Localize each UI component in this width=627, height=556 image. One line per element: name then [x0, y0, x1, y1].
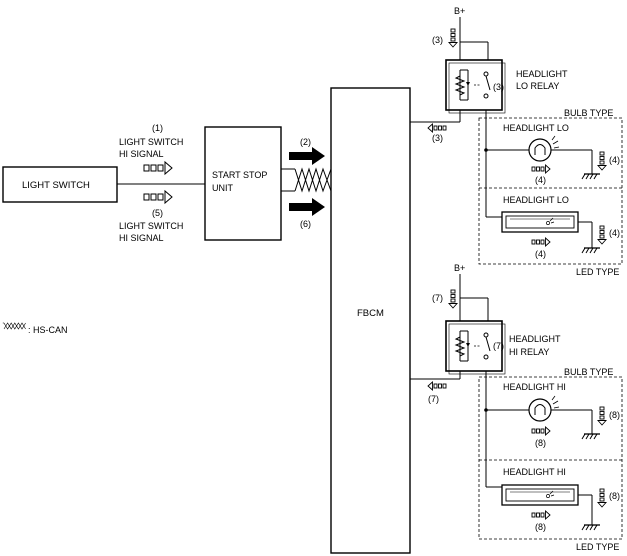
hi-led-ground-number: (8) [609, 491, 620, 501]
signal-1-number: (1) [152, 123, 163, 133]
lo-led-ground-signal-icon [597, 225, 607, 245]
start-stop-unit-block: START STOP UNIT [204, 126, 282, 241]
lo-relay-contact-number: (3) [493, 82, 504, 92]
lo-b-plus: B+ [454, 6, 465, 16]
signal-6-number: (6) [300, 219, 311, 229]
hi-led-type-label: LED TYPE [576, 542, 619, 552]
hi-bulb-ground-icon [581, 433, 601, 440]
lo-led-ground-number: (4) [609, 228, 620, 238]
lo-led-ground-icon [581, 247, 601, 254]
lo-relay-signal-number: (3) [432, 133, 443, 143]
lo-led-icon [501, 211, 579, 233]
lo-led-lamp-label: HEADLIGHT LO [503, 195, 569, 205]
lo-bulb-number: (4) [535, 175, 546, 185]
hi-circuit: B+ (7) (7) HEADLIGHT HI RELAY (7) BULB T… [410, 263, 623, 552]
lo-circuit: B+ (3) (3) HEADLIGHT LO RELAY (3) BULB T… [410, 6, 623, 277]
signal-1: (1) LIGHT SWITCH HI SIGNAL [119, 123, 183, 175]
hi-relay-contact-number: (7) [493, 341, 504, 351]
hi-supply-signal-icon [448, 289, 458, 309]
hi-led-ground-icon [581, 524, 601, 531]
hi-led-signal-icon [531, 510, 551, 520]
lo-bulb-ground-signal-icon [597, 151, 607, 171]
lo-relay-label-line2: LO RELAY [516, 81, 559, 91]
hi-bulb-icon [528, 395, 560, 422]
light-switch-label: LIGHT SWITCH [22, 180, 90, 191]
hi-led-ground-signal-icon [597, 488, 607, 508]
signal-2: (2) [289, 137, 325, 165]
signal-1-line2: HI SIGNAL [119, 149, 164, 159]
lo-bulb-signal-icon [531, 164, 551, 174]
lo-bulb-type-label: BULB TYPE [564, 108, 613, 118]
legend-hs-can: : HS-CAN [2, 322, 68, 335]
hi-led-lamp-label: HEADLIGHT HI [503, 467, 566, 477]
hi-b-plus: B+ [454, 263, 465, 273]
hs-can-bus [281, 167, 332, 193]
signal-5-line1: LIGHT SWITCH [119, 221, 183, 231]
fbcm-label: FBCM [357, 308, 384, 319]
hi-led-number: (8) [535, 522, 546, 532]
hi-bulb-number: (8) [535, 438, 546, 448]
hi-relay-signal-icon [427, 381, 447, 391]
lo-led-number: (4) [535, 249, 546, 259]
hi-bulb-type-label: BULB TYPE [564, 367, 613, 377]
start-stop-label-line1: START STOP [212, 170, 267, 180]
lo-bulb-icon [528, 135, 560, 162]
signal-5: (5) LIGHT SWITCH HI SIGNAL [119, 190, 183, 243]
lo-led-signal-icon [531, 237, 551, 247]
signal-6-arrow-icon [289, 198, 325, 216]
lo-bulb-lamp-label: HEADLIGHT LO [503, 123, 569, 133]
start-stop-label-line2: UNIT [212, 183, 233, 193]
signal-1-line1: LIGHT SWITCH [119, 137, 183, 147]
legend-hs-can-label: : HS-CAN [28, 325, 68, 335]
lo-supply-number: (3) [432, 35, 443, 45]
lo-supply-signal-icon [448, 28, 458, 48]
lo-relay-signal-icon [427, 123, 447, 133]
hi-bulb-signal-icon [531, 426, 551, 436]
lo-led-type-label: LED TYPE [576, 267, 619, 277]
hi-bulb-ground-number: (8) [609, 410, 620, 420]
signal-5-number: (5) [152, 208, 163, 218]
signal-6: (6) [289, 198, 325, 229]
hi-bulb-ground-signal-icon [597, 406, 607, 426]
fbcm-block: FBCM [330, 87, 411, 554]
hi-relay-label-line1: HEADLIGHT [509, 334, 561, 344]
light-switch-block: LIGHT SWITCH [2, 166, 118, 203]
hi-bulb-lamp-label: HEADLIGHT HI [503, 382, 566, 392]
lo-bulb-ground-icon [581, 173, 601, 180]
signal-2-number: (2) [300, 137, 311, 147]
hi-led-icon [501, 484, 579, 506]
signal-1-arrow-icon [143, 161, 173, 175]
signal-5-line2: HI SIGNAL [119, 233, 164, 243]
signal-5-arrow-icon [143, 190, 173, 204]
lo-relay-label-line1: HEADLIGHT [516, 69, 568, 79]
hs-can-legend-icon [2, 322, 26, 330]
signal-2-arrow-icon [289, 147, 325, 165]
lo-bulb-ground-number: (4) [609, 155, 620, 165]
hi-relay-signal-number: (7) [428, 394, 439, 404]
hi-relay-label-line2: HI RELAY [509, 347, 549, 357]
hi-supply-number: (7) [432, 293, 443, 303]
